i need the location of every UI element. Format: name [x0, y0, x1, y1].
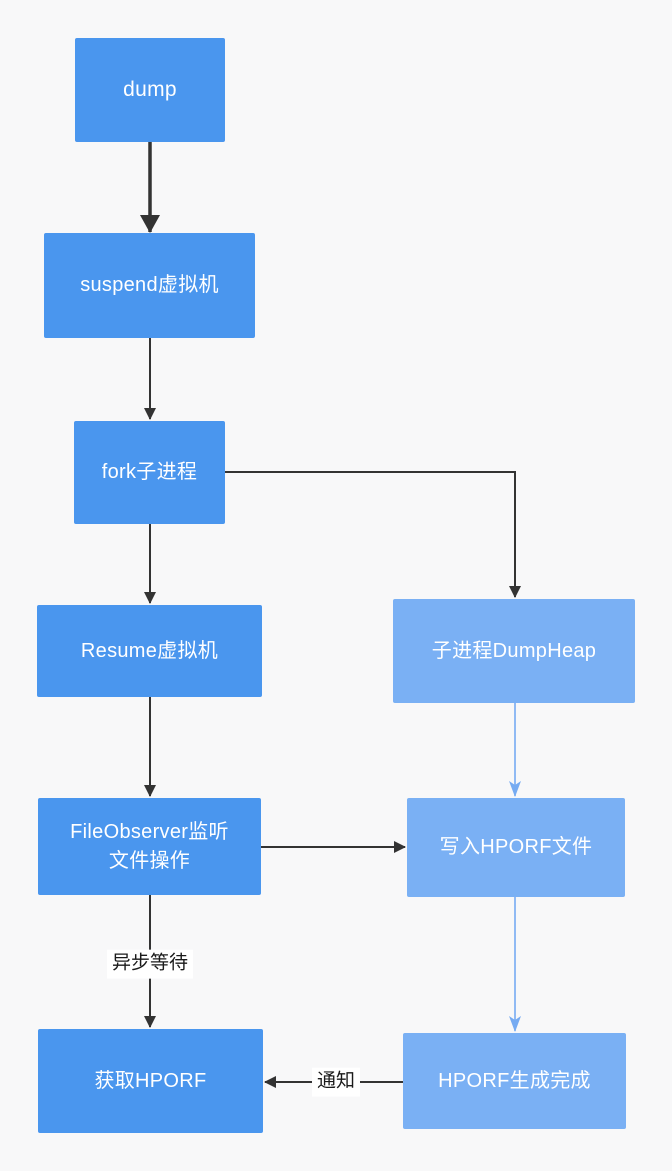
node-dump: dump: [75, 38, 225, 142]
node-get-hporf: 获取HPORF: [38, 1029, 263, 1133]
node-child-dumpheap-label: 子进程DumpHeap: [431, 639, 597, 662]
node-hporf-done: HPORF生成完成: [403, 1033, 626, 1129]
node-resume-vm: Resume虚拟机: [37, 605, 262, 697]
node-fileobserver-watch-label: FileObserver监听 文件操作: [70, 820, 229, 872]
node-fork-child-process: fork子进程: [74, 421, 225, 524]
edge-label-notify: 通知: [311, 1067, 361, 1097]
node-write-hporf-file-label: 写入HPORF文件: [439, 836, 593, 858]
node-fileobserver-watch: FileObserver监听 文件操作: [38, 798, 261, 895]
node-get-hporf-label: 获取HPORF: [94, 1069, 207, 1092]
node-write-hporf-file: 写入HPORF文件: [407, 798, 625, 897]
node-child-dumpheap: 子进程DumpHeap: [393, 599, 635, 703]
node-fork-child-process-label: fork子进程: [101, 461, 198, 483]
arrow-fork-to-dumpheap: [225, 471, 521, 598]
node-dump-label: dump: [123, 77, 177, 101]
node-suspend-vm: suspend虚拟机: [44, 233, 255, 338]
node-hporf-done-label: HPORF生成完成: [438, 1069, 591, 1092]
node-suspend-vm-label: suspend虚拟机: [80, 274, 219, 296]
edge-label-async-wait: 异步等待: [106, 949, 194, 979]
node-resume-vm-label: Resume虚拟机: [80, 639, 219, 662]
